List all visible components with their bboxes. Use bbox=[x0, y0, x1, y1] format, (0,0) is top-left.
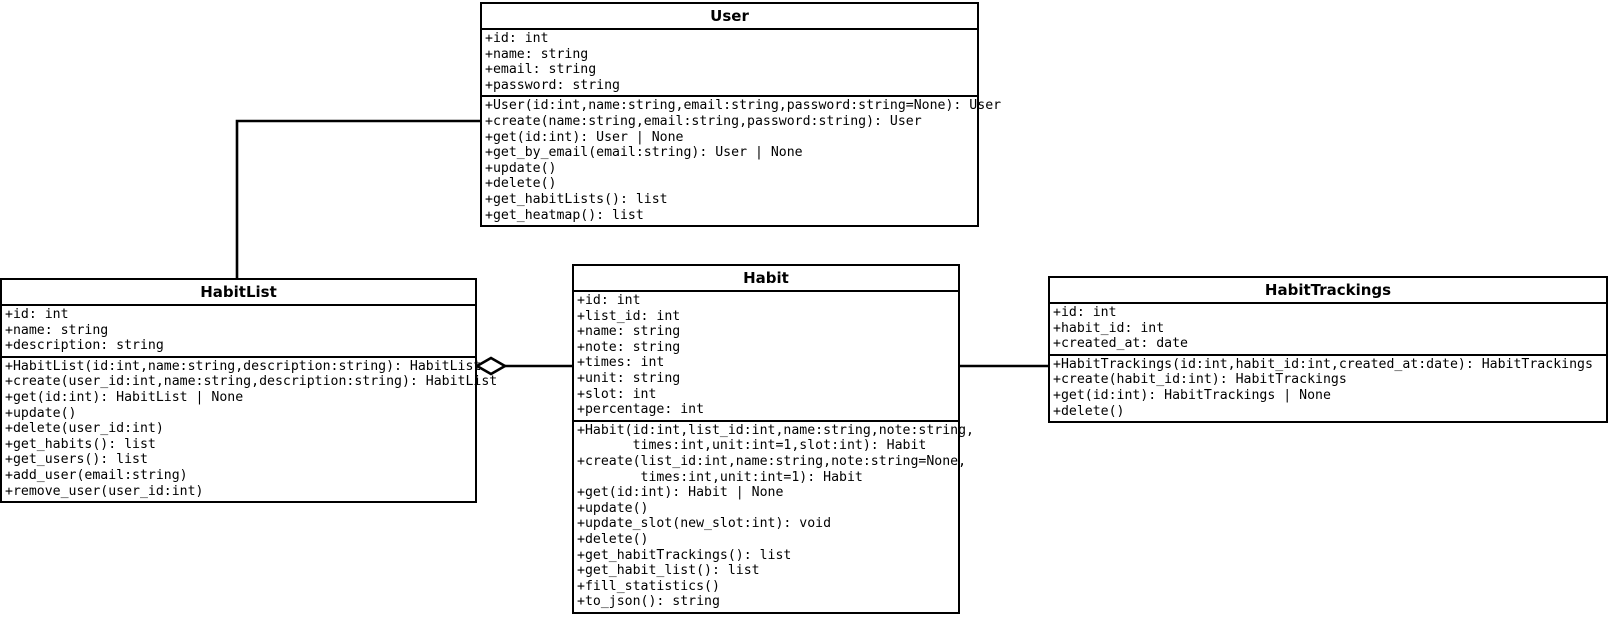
method-row: +remove_user(user_id:int) bbox=[5, 483, 204, 499]
attributes-compartment-user: +id: int +name: string +email: string +p… bbox=[482, 30, 977, 96]
attribute-row: +id: int bbox=[1053, 305, 1117, 320]
class-box-habittrackings[interactable]: HabitTrackings +id: int +habit_id: int +… bbox=[1048, 276, 1608, 424]
class-name-habit: Habit bbox=[574, 266, 958, 292]
attribute-row: +id: int bbox=[485, 31, 549, 46]
method-row: +get_users(): list bbox=[5, 452, 148, 468]
attribute-row: +unit: string bbox=[577, 370, 681, 386]
method-row: +create(user_id:int,name:string,descript… bbox=[5, 374, 498, 390]
methods-compartment-habittrackings: +HabitTrackings(id:int,habit_id:int,crea… bbox=[1050, 353, 1606, 422]
method-row: +fill_statistics() bbox=[577, 578, 720, 594]
method-row: +update() bbox=[577, 500, 649, 516]
aggregation-diamond-icon bbox=[474, 356, 508, 376]
method-row: +get_by_email(email:string): User | None bbox=[485, 145, 803, 161]
method-row: +get(id:int): User | None bbox=[485, 129, 684, 145]
method-row: times:int,unit:int=1): Habit bbox=[577, 469, 863, 485]
attribute-row: +note: string bbox=[577, 339, 681, 355]
attributes-compartment-habittrackings: +id: int +habit_id: int +created_at: dat… bbox=[1050, 304, 1606, 354]
method-row: +get_heatmap(): list bbox=[485, 207, 644, 223]
method-row: +create(habit_id:int): HabitTrackings bbox=[1053, 372, 1347, 388]
method-row: times:int,unit:int=1,slot:int): Habit bbox=[577, 438, 927, 454]
attributes-compartment-habitlist: +id: int +name: string +description: str… bbox=[2, 306, 475, 356]
method-row: +update() bbox=[485, 160, 557, 176]
class-box-habit[interactable]: Habit +id: int +list_id: int +name: stri… bbox=[572, 264, 974, 614]
method-row: +delete() bbox=[1053, 403, 1125, 419]
relationship-user-habitlist[interactable] bbox=[235, 119, 480, 279]
method-row: +Habit(id:int,list_id:int,name:string,no… bbox=[577, 422, 974, 438]
method-row: +create(list_id:int,name:string,note:str… bbox=[577, 453, 967, 469]
method-row: +delete() bbox=[577, 531, 649, 547]
method-row: +to_json(): string bbox=[577, 594, 720, 610]
attributes-compartment-habit: +id: int +list_id: int +name: string +no… bbox=[574, 292, 958, 420]
method-row: +HabitTrackings(id:int,habit_id:int,crea… bbox=[1053, 356, 1593, 372]
class-name-user: User bbox=[482, 4, 977, 30]
attribute-row: +name: string bbox=[5, 322, 109, 338]
method-row: +get_habitLists(): list bbox=[485, 191, 668, 207]
method-row: +delete(user_id:int) bbox=[5, 421, 164, 437]
method-row: +update() bbox=[5, 405, 77, 421]
attribute-row: +id: int bbox=[577, 293, 641, 308]
class-name-habittrackings: HabitTrackings bbox=[1050, 278, 1606, 304]
attribute-row: +id: int bbox=[5, 307, 69, 322]
methods-compartment-habitlist: +HabitList(id:int,name:string,descriptio… bbox=[2, 355, 498, 502]
attribute-row: +password: string bbox=[485, 77, 620, 93]
attribute-row: +slot: int bbox=[577, 386, 657, 402]
attribute-row: +times: int bbox=[577, 355, 665, 371]
attribute-row: +list_id: int bbox=[577, 308, 681, 324]
method-row: +User(id:int,name:string,email:string,pa… bbox=[485, 98, 1002, 114]
attribute-row: +created_at: date bbox=[1053, 336, 1188, 352]
method-row: +get_habitTrackings(): list bbox=[577, 547, 792, 563]
method-row: +delete() bbox=[485, 176, 557, 192]
method-row: +get(id:int): HabitList | None bbox=[5, 389, 244, 405]
method-row: +update_slot(new_slot:int): void bbox=[577, 516, 832, 532]
class-box-user[interactable]: User +id: int +name: string +email: stri… bbox=[480, 2, 1002, 228]
methods-compartment-user: +User(id:int,name:string,email:string,pa… bbox=[482, 95, 1002, 226]
attribute-row: +name: string bbox=[577, 324, 681, 340]
attribute-row: +percentage: int bbox=[577, 402, 705, 418]
method-row: +get_habits(): list bbox=[5, 436, 156, 452]
class-name-habitlist: HabitList bbox=[2, 280, 475, 306]
relationship-habitlist-habit[interactable] bbox=[474, 356, 572, 376]
method-row: +create(name:string,email:string,passwor… bbox=[485, 113, 922, 129]
method-row: +get_habit_list(): list bbox=[577, 563, 760, 579]
attribute-row: +name: string bbox=[485, 46, 589, 62]
attribute-row: +habit_id: int bbox=[1053, 320, 1165, 336]
method-row: +get(id:int): Habit | None bbox=[577, 485, 784, 501]
class-box-habitlist[interactable]: HabitList +id: int +name: string +descri… bbox=[0, 278, 498, 504]
method-row: +HabitList(id:int,name:string,descriptio… bbox=[5, 358, 482, 374]
attribute-row: +email: string bbox=[485, 62, 597, 78]
attribute-row: +description: string bbox=[5, 338, 164, 354]
method-row: +get(id:int): HabitTrackings | None bbox=[1053, 387, 1331, 403]
methods-compartment-habit: +Habit(id:int,list_id:int,name:string,no… bbox=[574, 419, 974, 612]
method-row: +add_user(email:string) bbox=[5, 467, 188, 483]
